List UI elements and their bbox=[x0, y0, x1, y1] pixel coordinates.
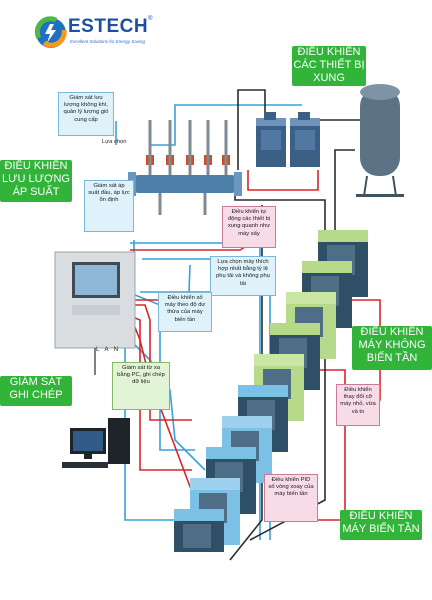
dryer-units bbox=[256, 112, 320, 167]
callout-monitor-flow: Giám sát lưu lượng không khí, quản lý lư… bbox=[58, 92, 114, 136]
header-manifold bbox=[128, 120, 242, 215]
callout-pressure: Giám sát áp suất đầu, áp lực ổn định bbox=[84, 180, 134, 232]
label-lua-chon: Lựa chọn bbox=[102, 139, 127, 145]
brand-tagline: Excellent Solutions for Energy Saving bbox=[70, 39, 146, 44]
computer-workstation bbox=[62, 418, 130, 468]
callout-auto-peripheral: Điều khiển tự động các thiết bị xung qua… bbox=[222, 206, 276, 248]
label-fixed-speed-control: ĐIỀU KHIỂN MÁY KHÔNG BIẾN TẦN bbox=[352, 326, 432, 370]
callout-select-machine: Lựa chọn máy thích hợp nhất bằng tỷ lệ p… bbox=[210, 256, 276, 296]
callout-remote-monitoring: Giám sát từ xa bằng PC, ghi chép dữ liệu bbox=[112, 362, 170, 410]
control-panel bbox=[54, 251, 136, 375]
label-flow-pressure-control: ĐIỀU KHIỂN LƯU LƯỢNG ÁP SUẤT bbox=[0, 160, 72, 202]
logo-mark-icon bbox=[34, 16, 67, 48]
label-lan: L A N bbox=[96, 347, 121, 353]
label-peripheral-control: ĐIỀU KHIỂN CÁC THIẾT BỊ XUNG QUANH bbox=[292, 46, 366, 97]
label-vsd-control: ĐIỀU KHIỂN MÁY BIẾN TẦN bbox=[340, 510, 422, 540]
brand-registered: ® bbox=[148, 16, 153, 22]
brand-logo: ESTECH ® Excellent Solutions for Energy … bbox=[34, 16, 174, 52]
compressor-stack bbox=[174, 230, 368, 552]
callout-pid-control: Điều khiển PID số vòng xoay của máy biến… bbox=[264, 474, 318, 522]
brand-name: ESTECH bbox=[68, 16, 149, 37]
air-tank bbox=[356, 84, 404, 197]
label-monitoring: GIÁM SÁT GHI CHÉP bbox=[0, 376, 72, 406]
callout-size-alternate: Điều khiển thay đổi cỡ máy nhỏ, vừa và t… bbox=[336, 384, 380, 426]
callout-count-control: Điều khiển số máy theo độ dư thừa của má… bbox=[158, 292, 212, 332]
